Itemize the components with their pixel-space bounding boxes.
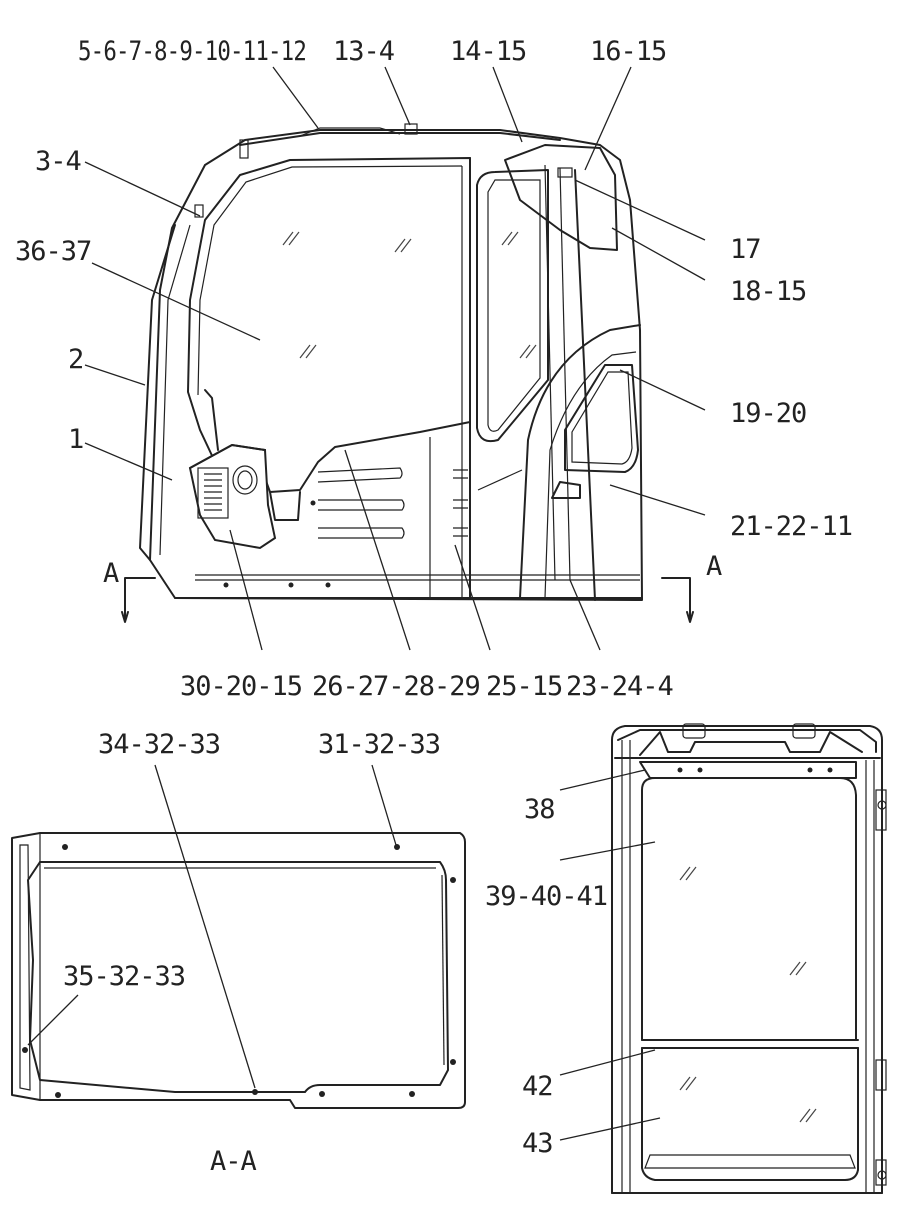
callout-34-32-33: 34-32-33 xyxy=(98,729,220,760)
section-marker-left: A xyxy=(103,558,119,589)
callout-23-24-4: 23-24-4 xyxy=(566,671,673,702)
callout-18-15: 18-15 xyxy=(730,276,806,307)
section-a-a-view: A-A xyxy=(11,832,466,1177)
callout-1: 1 xyxy=(68,424,83,455)
glass-hatch-marks xyxy=(282,231,537,359)
cab-rear-view xyxy=(611,723,887,1194)
section-cut-markers: A A xyxy=(103,551,723,623)
callout-38: 38 xyxy=(524,794,555,825)
callout-26-29: 26-27-28-29 xyxy=(312,671,480,702)
leader-lines-rear xyxy=(559,769,661,1141)
callout-21-22-11: 21-22-11 xyxy=(730,511,852,542)
callout-31-32-33: 31-32-33 xyxy=(318,729,440,760)
section-marker-right: A xyxy=(706,551,722,582)
callout-2: 2 xyxy=(68,344,83,375)
cab-side-view xyxy=(139,123,643,601)
callout-13-4: 13-4 xyxy=(333,36,394,67)
callout-36-37: 36-37 xyxy=(15,236,91,267)
callout-14-15: 14-15 xyxy=(450,36,526,67)
view-label-a-a: A-A xyxy=(210,1146,257,1177)
callout-43: 43 xyxy=(522,1128,553,1159)
leader-lines-side xyxy=(84,66,706,651)
callout-39-40-41: 39-40-41 xyxy=(485,881,607,912)
console-keypad xyxy=(204,473,222,511)
callout-19-20: 19-20 xyxy=(730,398,806,429)
callout-3-4: 3-4 xyxy=(35,146,81,177)
callout-30-20-15: 30-20-15 xyxy=(180,671,302,702)
callout-labels: 5-6-7-8-9-10-11-12 13-4 14-15 16-15 3-4 … xyxy=(15,36,853,1159)
callout-17: 17 xyxy=(730,234,761,265)
callout-42: 42 xyxy=(522,1071,553,1102)
callout-35-32-33: 35-32-33 xyxy=(63,961,185,992)
callout-16-15: 16-15 xyxy=(590,36,666,67)
callout-25-15: 25-15 xyxy=(486,671,562,702)
callout-5-12: 5-6-7-8-9-10-11-12 xyxy=(78,36,306,67)
leader-lines-section xyxy=(27,764,397,1089)
